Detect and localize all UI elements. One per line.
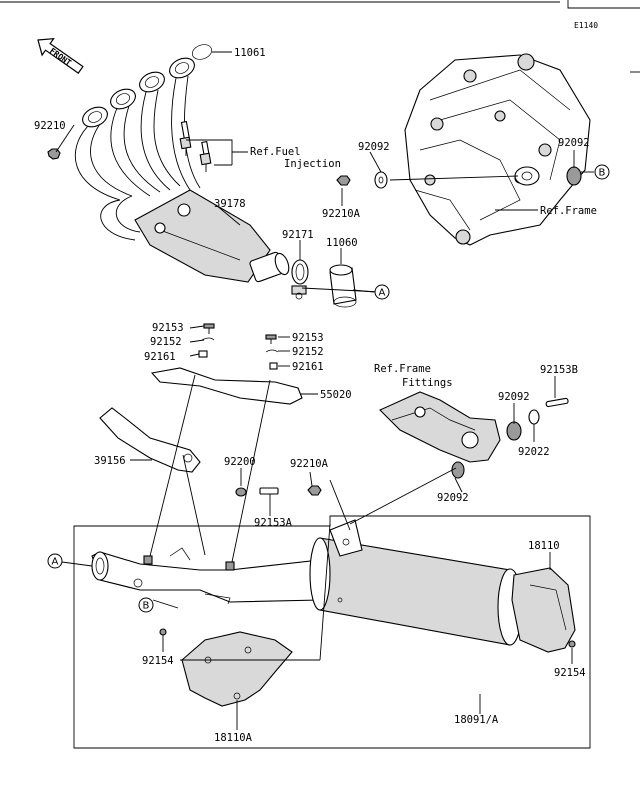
lower-heat-shield-18110a (181, 631, 293, 707)
small-hardware-right (265, 334, 279, 370)
washer-92092-icon (374, 171, 388, 189)
clamp-92171 (291, 259, 309, 300)
label-92092-right: 92092 (558, 137, 590, 149)
label-39156: 39156 (94, 455, 126, 467)
leader-lines (55, 51, 594, 730)
front-arrow-icon: FRONT (37, 37, 84, 74)
label-92200: 92200 (224, 456, 256, 468)
front-arrow-label: FRONT (48, 46, 73, 67)
label-18110a: 18110A (214, 732, 253, 744)
label-92171: 92171 (282, 229, 314, 241)
svg-text:B: B (599, 168, 606, 179)
muffler-body (309, 519, 523, 646)
label-ref-fuel: Ref.Fuel (250, 146, 301, 158)
nut-92210a-icon (336, 175, 351, 186)
nut-92210-icon (47, 148, 61, 160)
nut-92210a-mid-icon (307, 485, 322, 496)
label-92152-b: 92152 (292, 346, 324, 358)
bushing-right-icon (566, 166, 582, 186)
label-18110: 18110 (528, 540, 560, 552)
marker-b-left: B (138, 597, 154, 613)
gasket-ring (191, 44, 213, 60)
heat-shield-55020 (150, 367, 303, 405)
washer-92200-icon (235, 487, 247, 497)
label-92153b: 92153B (540, 364, 578, 376)
frame-assembly (404, 53, 591, 246)
bolt-92153a-icon (259, 487, 279, 495)
label-92161-b: 92161 (292, 361, 324, 373)
label-92154-right: 92154 (554, 667, 586, 679)
oxygen-sensors (179, 120, 212, 172)
top-right-corner (567, 0, 640, 9)
label-92092-top: 92092 (358, 141, 390, 153)
label-92210: 92210 (34, 120, 66, 132)
label-92210a-top: 92210A (322, 208, 361, 220)
label-ref-frame: Ref.Frame (540, 205, 597, 217)
connecting-pipe (91, 547, 321, 605)
marker-a-left: A (47, 553, 63, 569)
label-92092-low: 92092 (437, 492, 469, 504)
label-92092-mid: 92092 (498, 391, 530, 403)
end-cap-18110 (511, 567, 576, 653)
label-55020: 55020 (320, 389, 352, 401)
label-92153-b: 92153 (292, 332, 324, 344)
svg-text:A: A (379, 288, 386, 299)
small-hardware-left (198, 323, 215, 358)
label-92153a: 92153A (254, 517, 293, 529)
label-ref-fuel-injection: Injection (284, 158, 341, 170)
label-92210a-mid: 92210A (290, 458, 329, 470)
label-11061: 11061 (234, 47, 266, 59)
label-ref-frame-fittings-2: Fittings (402, 377, 453, 389)
label-92153-a: 92153 (152, 322, 184, 334)
label-18091a: 18091/A (454, 714, 499, 726)
exhaust-header-pipes (47, 44, 290, 283)
label-92022: 92022 (518, 446, 550, 458)
label-39178: 39178 (214, 198, 246, 210)
label-92161-a: 92161 (144, 351, 176, 363)
svg-text:A: A (52, 557, 59, 568)
gasket-sleeve-11060 (329, 264, 357, 308)
marker-a-top: A (374, 284, 390, 300)
label-ref-frame-fittings: Ref.Frame (374, 363, 431, 375)
label-92152-a: 92152 (150, 336, 182, 348)
svg-text:B: B (143, 601, 150, 612)
frame-fittings (379, 391, 569, 479)
figure-code: E1140 (574, 21, 598, 30)
marker-b-top: B (594, 164, 610, 180)
label-11060: 11060 (326, 237, 358, 249)
label-92154-left: 92154 (142, 655, 174, 667)
